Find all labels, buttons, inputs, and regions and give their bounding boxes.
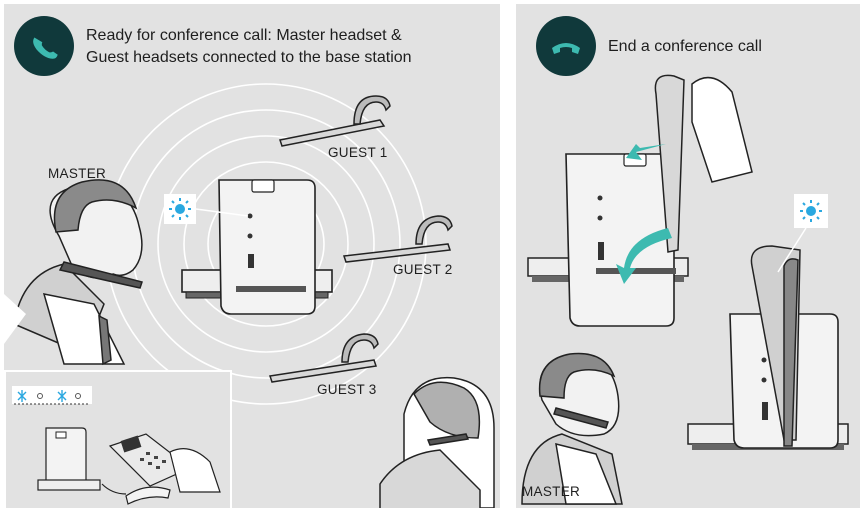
guest-headset-2 [342, 215, 453, 263]
phone-hangup-icon [552, 43, 580, 54]
guest2-label: GUEST 2 [393, 262, 453, 277]
guest-person [379, 376, 495, 508]
docked-headset [750, 245, 801, 447]
led-blink-icon [169, 198, 191, 220]
desk-phone-inset [4, 370, 232, 508]
guest3-label: GUEST 3 [317, 382, 377, 397]
end-call-illustration [521, 74, 849, 505]
phone-call-icon [33, 37, 58, 59]
master-person [13, 179, 143, 366]
conference-ready-panel: Ready for conference call: Master headse… [4, 4, 500, 508]
caption-end-call: End a conference call [608, 38, 762, 55]
conference-illustration [4, 83, 495, 508]
end-conference-panel: End a conference call [516, 4, 860, 508]
master-label-right: MASTER [522, 484, 581, 499]
guest-headset-1 [279, 95, 391, 147]
guest-headset-3 [269, 333, 379, 383]
master-person-right [521, 352, 623, 505]
master-label-left: MASTER [48, 166, 107, 181]
caption-ready-line2: Guest headsets connected to the base sta… [86, 49, 412, 66]
docking-headset [654, 74, 753, 253]
hangup-badge [536, 16, 596, 76]
guest1-label: GUEST 1 [328, 145, 388, 160]
call-badge [14, 16, 74, 76]
caption-ready-line1: Ready for conference call: Master headse… [86, 27, 402, 44]
led-blink-icon-right [800, 200, 822, 222]
